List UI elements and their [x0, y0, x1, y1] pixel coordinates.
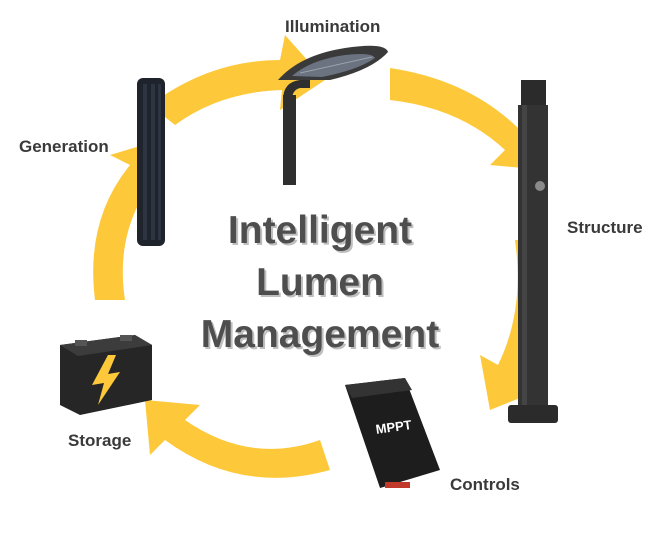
pole-icon: [508, 80, 558, 423]
mppt-controller-icon: MPPT: [345, 378, 440, 488]
center-title-line: Intelligent: [227, 209, 413, 252]
battery-icon: [60, 335, 152, 415]
street-light-icon: [278, 45, 388, 185]
node-label-controls: Controls: [450, 475, 520, 494]
center-title-line: Management: [200, 313, 440, 356]
solar-panel-icon: [137, 78, 165, 246]
center-title-line: Lumen: [256, 261, 384, 304]
node-label-storage: Storage: [68, 431, 132, 450]
arrow-generation-to-illumination: [150, 35, 325, 125]
arrow-controls-to-storage: [145, 400, 330, 478]
node-label-generation: Generation: [19, 137, 109, 156]
node-label-illumination: Illumination: [285, 17, 381, 36]
arrow-illumination-to-structure: [390, 68, 545, 170]
center-title: Intelligent Lumen Management: [170, 205, 470, 361]
controller-badge: MPPT: [375, 417, 413, 437]
node-label-structure: Structure: [567, 218, 643, 237]
